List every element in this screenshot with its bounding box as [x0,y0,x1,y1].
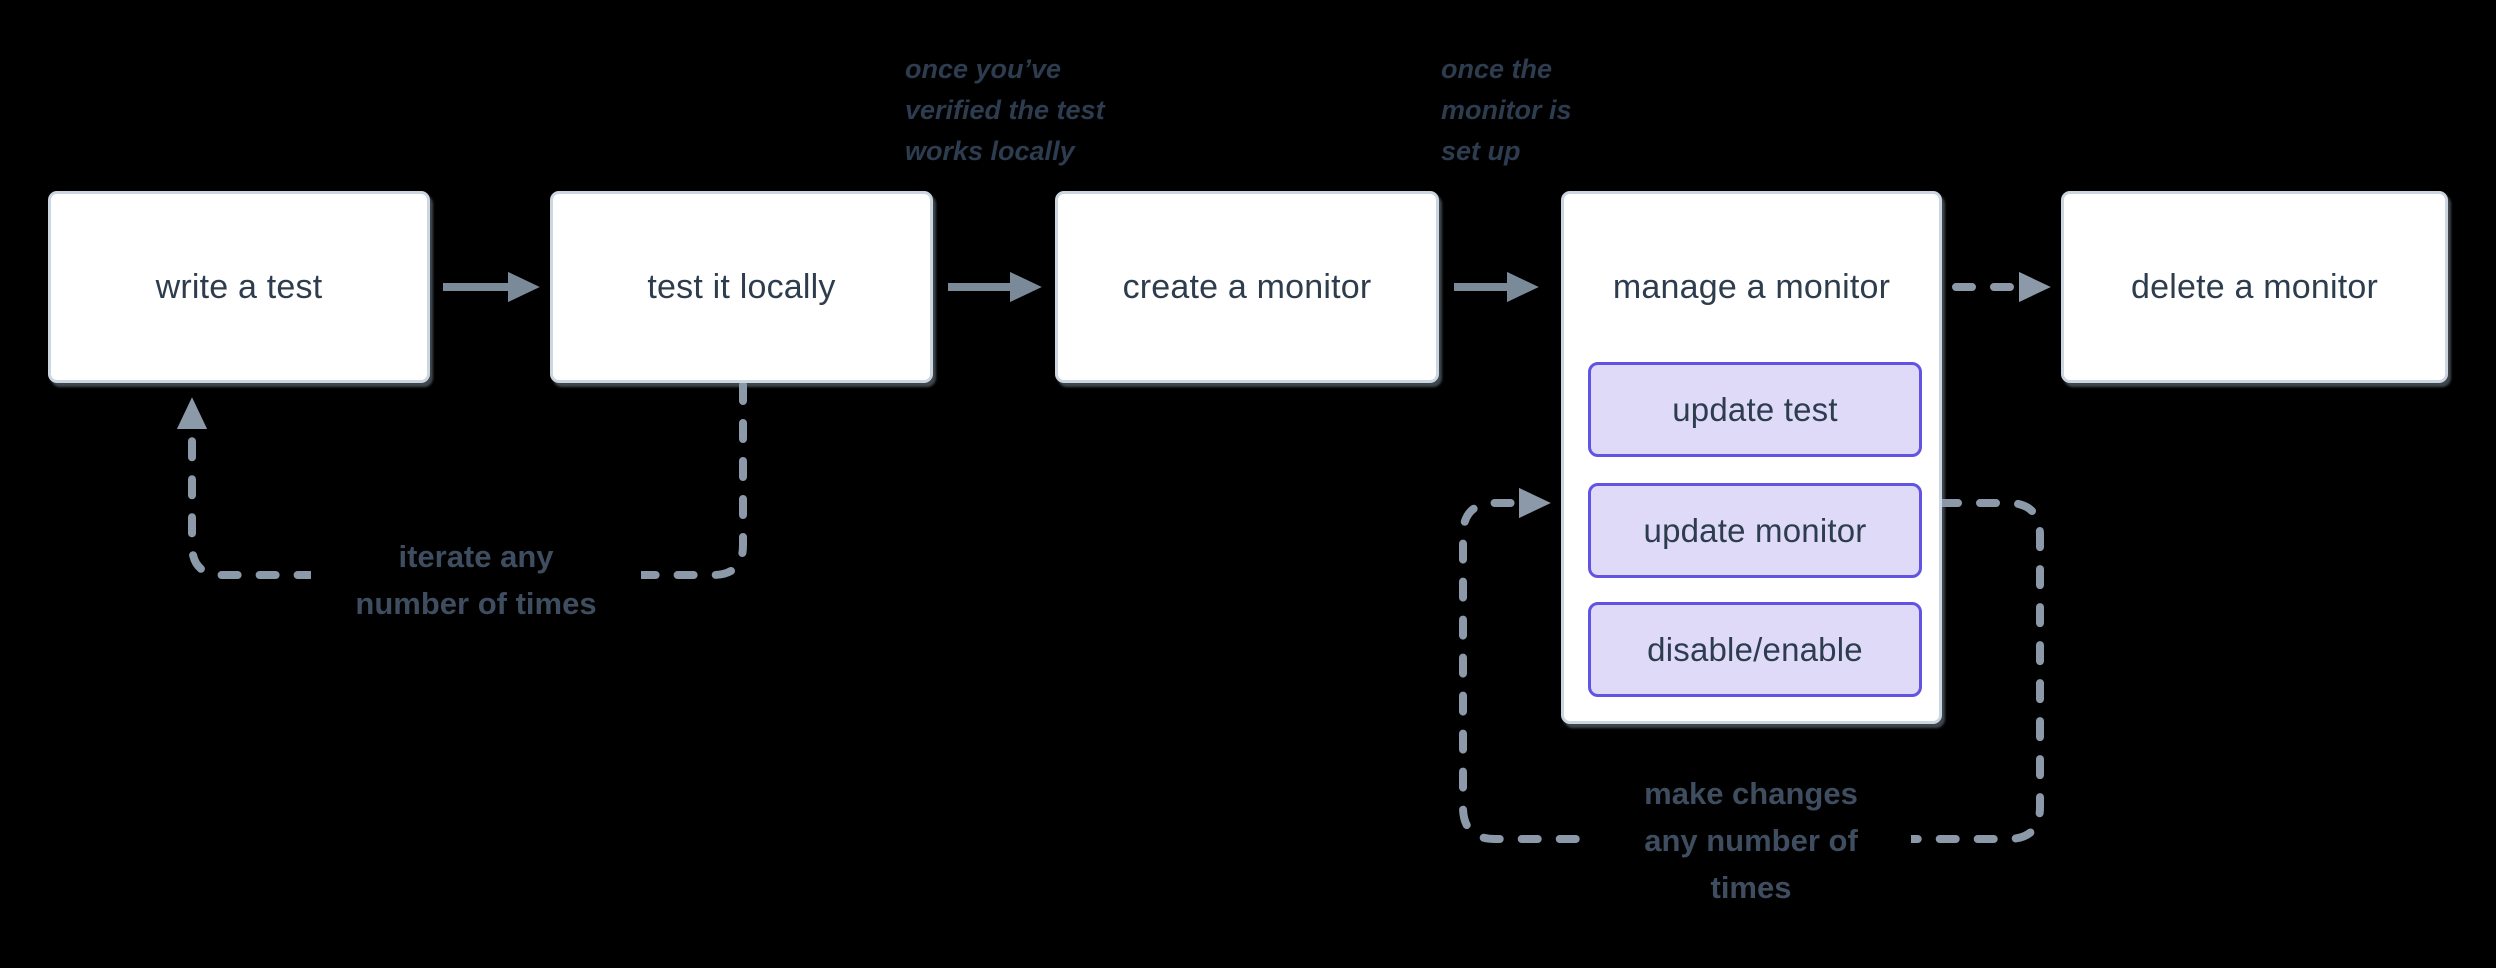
loop-label-line: times [1710,870,1792,905]
loop-label-line: any number of [1644,823,1858,858]
annotation-line: works locally [905,136,1075,166]
annotation-line: once the [1441,54,1553,84]
sub-box-label: update test [1672,390,1838,428]
annotation-once-verified: once you’ve verified the test works loca… [905,49,1105,172]
loop-label-line: iterate any [398,539,554,574]
box-label: write a test [155,267,323,306]
sub-box-disable-enable: disable/enable [1588,602,1922,697]
loop-label-line: number of times [355,586,597,621]
box-delete-a-monitor: delete a monitor [2061,191,2448,383]
sub-box-label: update monitor [1643,511,1867,549]
annotation-line: set up [1441,136,1521,166]
box-test-it-locally: test it locally [550,191,933,383]
loop-label-iterate: iterate any number of times [311,531,641,629]
box-manage-a-monitor: manage a monitor update test update moni… [1561,191,1942,724]
sub-box-label: disable/enable [1647,630,1863,668]
box-label: test it locally [647,267,836,306]
box-label: delete a monitor [2130,267,2378,306]
annotation-line: monitor is [1441,95,1572,125]
box-label: create a monitor [1122,267,1372,306]
loop-label-line: make changes [1644,776,1858,811]
annotation-line: once you’ve [905,54,1062,84]
annotation-line: verified the test [905,95,1105,125]
sub-box-update-monitor: update monitor [1588,483,1922,578]
loop-label-make-changes: make changes any number of times [1591,768,1911,913]
box-label: manage a monitor [1612,268,1891,306]
box-write-a-test: write a test [48,191,430,383]
sub-box-update-test: update test [1588,362,1922,457]
box-create-a-monitor: create a monitor [1055,191,1439,383]
annotation-once-monitor-set-up: once the monitor is set up [1441,49,1572,172]
